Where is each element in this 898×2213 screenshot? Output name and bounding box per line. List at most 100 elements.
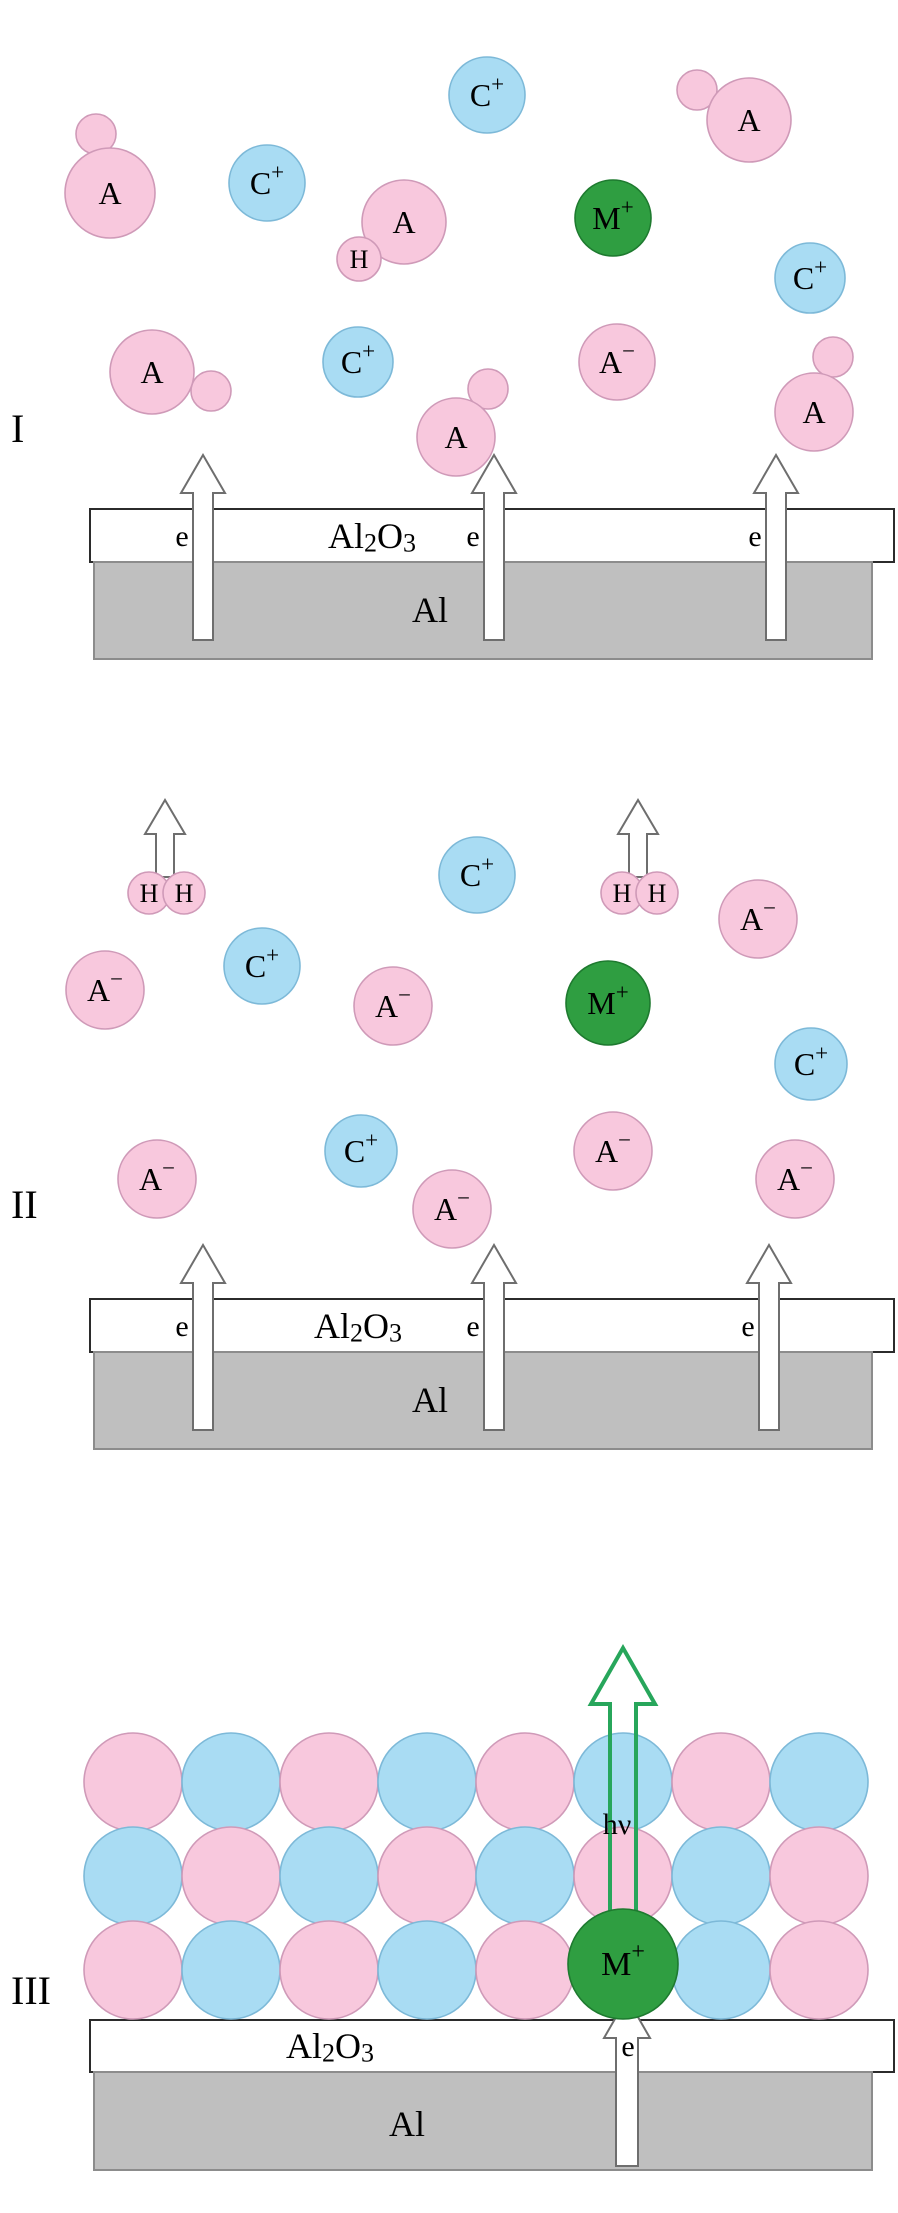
adsorbed-molecule	[181, 1826, 281, 1926]
cation-C-label: C+	[460, 851, 494, 893]
adsorbed-molecule	[181, 1920, 281, 2020]
electron-arrow	[179, 453, 227, 641]
cation-C-label: C+	[250, 159, 284, 201]
hydrogen-atom-label: H	[648, 879, 667, 908]
metal-ion-M-label: M+	[601, 1939, 645, 1983]
adsorbed-molecule	[475, 1732, 575, 1832]
metal-ion-M-label: M+	[592, 194, 633, 236]
hydrogen-atom	[635, 871, 679, 915]
hydrogen-atom	[336, 236, 382, 282]
electron-label: e	[748, 520, 761, 553]
electron-label: e	[466, 1310, 479, 1343]
metal-ion-M	[574, 179, 652, 257]
cation-C-label: C+	[470, 71, 504, 113]
anion-A	[578, 323, 656, 401]
adsorbed-molecule	[769, 1732, 869, 1832]
metal-ion-M-label: M+	[587, 979, 628, 1021]
cation-C	[324, 1114, 398, 1188]
anion-A	[755, 1139, 835, 1219]
adsorbed-molecule	[671, 1732, 771, 1832]
metal-layer-label: Al	[389, 2104, 425, 2144]
molecule-A	[416, 397, 496, 477]
adsorbed-molecule	[83, 1732, 183, 1832]
adsorbed-molecule	[671, 1920, 771, 2020]
adsorbed-molecule	[83, 1920, 183, 2020]
adsorbed-molecule	[279, 1826, 379, 1926]
anion-A-label: A−	[599, 338, 635, 380]
electron-label: e	[621, 2030, 634, 2063]
electron-label: e	[175, 520, 188, 553]
molecule-A	[109, 329, 195, 415]
electron-arrow	[470, 453, 518, 641]
molecule-A-label: A	[140, 354, 163, 390]
panel-numeral: II	[11, 1182, 38, 1227]
anion-A	[353, 966, 433, 1046]
cation-C-label: C+	[344, 1127, 378, 1169]
cation-C	[322, 326, 394, 398]
electron-arrow	[179, 1243, 227, 1431]
electron-label: e	[741, 1310, 754, 1343]
hydrogen-atom	[162, 871, 206, 915]
adsorbed-molecule	[671, 1826, 771, 1926]
electron-arrow	[470, 1243, 518, 1431]
adsorbed-molecule	[769, 1826, 869, 1926]
metal-layer-label: Al	[412, 1380, 448, 1420]
satellite	[812, 336, 854, 378]
hydrogen-atom-label: H	[175, 879, 194, 908]
anion-A-label: A−	[434, 1185, 470, 1227]
electron-arrow	[745, 1243, 793, 1431]
molecule-A	[774, 372, 854, 452]
anion-A-label: A−	[375, 982, 411, 1024]
metal-layer-label: Al	[412, 590, 448, 630]
oxide-layer	[89, 2019, 895, 2073]
cation-C-label: C+	[793, 254, 827, 296]
electron-arrow	[602, 1995, 652, 2167]
adsorbed-molecule	[181, 1732, 281, 1832]
oxide-layer-label: Al2O3	[314, 1306, 402, 1347]
electron-label: e	[466, 520, 479, 553]
anion-A	[117, 1139, 197, 1219]
cation-C	[228, 144, 306, 222]
oxide-layer-label: Al2O3	[328, 516, 416, 557]
hydrogen-escape-arrow	[616, 798, 660, 878]
adsorbed-molecule	[279, 1732, 379, 1832]
anion-A	[65, 950, 145, 1030]
anion-A	[718, 879, 798, 959]
adsorbed-molecule	[83, 1826, 183, 1926]
adsorbed-molecule	[279, 1920, 379, 2020]
panel-numeral: I	[11, 406, 24, 451]
molecule-A-label: A	[444, 419, 467, 455]
molecule-A-label: A	[98, 175, 121, 211]
anion-A-label: A−	[87, 966, 123, 1008]
cation-C	[223, 927, 301, 1005]
metal-ion-M	[565, 960, 651, 1046]
adsorbed-molecule	[475, 1826, 575, 1926]
metal-layer	[93, 2071, 873, 2171]
adsorbed-molecule	[475, 1920, 575, 2020]
cation-C	[774, 242, 846, 314]
adsorbed-molecule	[769, 1920, 869, 2020]
satellite	[190, 370, 232, 412]
molecule-A	[64, 147, 156, 239]
cation-C-label: C+	[245, 942, 279, 984]
oxide-layer-label: Al2O3	[286, 2026, 374, 2067]
cation-C	[438, 836, 516, 914]
cation-C-label: C+	[341, 338, 375, 380]
hydrogen-atom-label: H	[140, 879, 159, 908]
cation-C-label: C+	[794, 1040, 828, 1082]
satellite	[467, 368, 509, 410]
electron-label: e	[175, 1310, 188, 1343]
anion-A-label: A−	[139, 1155, 175, 1197]
satellite	[676, 69, 718, 111]
hydrogen-escape-arrow	[143, 798, 187, 878]
panel-numeral: III	[11, 1968, 51, 2013]
metal-ion-M	[567, 1908, 679, 2020]
cation-C	[448, 56, 526, 134]
hydrogen-atom-label: H	[613, 879, 632, 908]
molecule-A	[361, 179, 447, 265]
